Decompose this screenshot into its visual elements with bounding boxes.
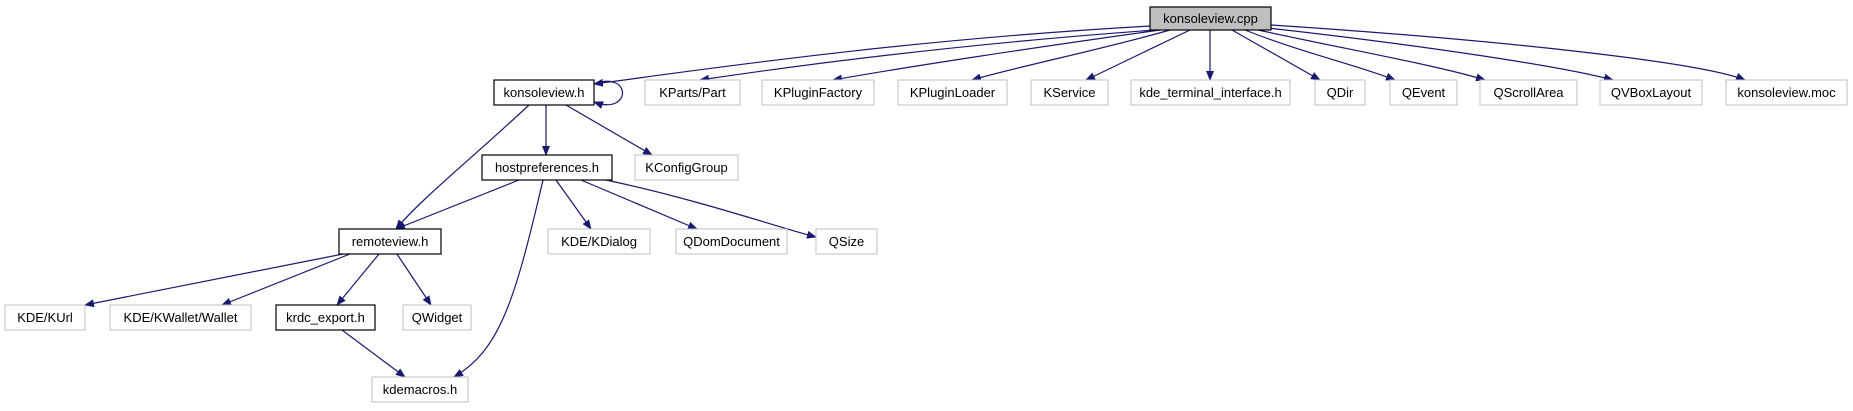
node-label: KService — [1043, 85, 1095, 100]
node-label: KPluginLoader — [910, 85, 996, 100]
node-hostpreferences-h[interactable]: hostpreferences.h — [481, 154, 613, 181]
node-kconfiggroup: KConfigGroup — [634, 154, 739, 181]
node-kde-kdialog: KDE/KDialog — [547, 228, 651, 255]
node-box — [1130, 79, 1291, 106]
edges-layer — [84, 24, 1746, 378]
node-box — [481, 154, 613, 181]
node-box — [275, 304, 376, 331]
node-box — [897, 79, 1008, 106]
node-label: QDomDocument — [683, 234, 780, 249]
node-qdomdocument: QDomDocument — [675, 228, 788, 255]
node-box — [1599, 79, 1703, 106]
node-box — [1479, 79, 1578, 106]
node-kde-terminal-interface-h: kde_terminal_interface.h — [1130, 79, 1291, 106]
node-remoteview-h[interactable]: remoteview.h — [338, 228, 442, 255]
node-label: QVBoxLayout — [1611, 85, 1692, 100]
node-qsize: QSize — [815, 228, 878, 255]
node-label: KDE/KUrl — [17, 310, 73, 325]
node-box — [1725, 79, 1848, 106]
node-qwidget: QWidget — [402, 304, 472, 331]
node-label: KConfigGroup — [645, 160, 727, 175]
node-qvboxlayout: QVBoxLayout — [1599, 79, 1703, 106]
node-kdemacros-h: kdemacros.h — [371, 376, 469, 403]
node-konsoleview-moc: konsoleview.moc — [1725, 79, 1848, 106]
edge-remoteview_h-to-kde_kurl — [84, 253, 344, 308]
edge-hostpreferences_h-to-qsize — [605, 179, 817, 239]
node-box — [4, 304, 86, 331]
node-label: krdc_export.h — [286, 310, 365, 325]
node-label: KPluginFactory — [774, 85, 863, 100]
edge-remoteview_h-to-kde_kwallet_wallet — [221, 253, 351, 306]
node-box — [493, 79, 595, 106]
node-label: QScrollArea — [1493, 85, 1564, 100]
node-kde-kurl: KDE/KUrl — [4, 304, 86, 331]
edge-krdc_export_h-to-kdemacros_h — [341, 329, 406, 378]
edge-konsoleview_h-to-remoteview_h — [395, 104, 530, 230]
node-label: konsoleview.cpp — [1163, 11, 1258, 26]
node-label: KDE/KDialog — [561, 234, 637, 249]
node-label: kdemacros.h — [383, 382, 457, 397]
edge-hostpreferences_h-to-kde_kdialog — [555, 179, 592, 230]
node-kpluginfactory: KPluginFactory — [761, 79, 875, 106]
node-box — [109, 304, 252, 331]
edge-konsoleview_cpp-to-qvboxlayout — [1267, 27, 1614, 82]
node-label: QDir — [1327, 85, 1354, 100]
node-box — [371, 376, 469, 403]
edge-konsoleview_cpp-to-konsoleview_moc — [1270, 24, 1746, 81]
node-label: hostpreferences.h — [495, 160, 599, 175]
edge-konsoleview_cpp-to-qscrollarea — [1257, 29, 1486, 82]
node-box — [1314, 79, 1366, 106]
edge-hostpreferences_h-to-kdemacros_h — [453, 179, 544, 378]
edge-konsoleview_cpp-to-kpluginloader — [971, 29, 1171, 82]
node-box — [1149, 6, 1272, 31]
node-kpluginloader: KPluginLoader — [897, 79, 1008, 106]
node-box — [402, 304, 472, 331]
node-box — [1030, 79, 1109, 106]
node-box — [634, 154, 739, 181]
node-label: QWidget — [412, 310, 463, 325]
edge-remoteview_h-to-qwidget — [396, 253, 432, 306]
node-label: konsoleview.h — [504, 85, 585, 100]
node-box — [761, 79, 875, 106]
edge-konsoleview_cpp-to-qevent — [1244, 29, 1396, 81]
node-qevent: QEvent — [1389, 79, 1458, 106]
edge-konsoleview_h-to-kconfiggroup — [565, 104, 653, 156]
edge-konsoleview_cpp-to-kparts_part — [699, 29, 1156, 83]
node-box — [675, 228, 788, 255]
node-label: remoteview.h — [352, 234, 429, 249]
edge-konsoleview_h-to-konsoleview_h — [593, 80, 624, 109]
node-qscrollarea: QScrollArea — [1479, 79, 1578, 106]
edge-konsoleview_cpp-to-qdir — [1231, 29, 1321, 81]
edge-remoteview_h-to-krdc_export_h — [336, 253, 380, 306]
node-box — [547, 228, 651, 255]
node-box — [815, 228, 878, 255]
node-qdir: QDir — [1314, 79, 1366, 106]
node-label: KParts/Part — [659, 85, 726, 100]
node-box — [644, 79, 741, 106]
node-krdc-export-h[interactable]: krdc_export.h — [275, 304, 376, 331]
node-label: QSize — [829, 234, 864, 249]
node-label: konsoleview.moc — [1737, 85, 1836, 100]
edge-hostpreferences_h-to-remoteview_h — [395, 179, 520, 230]
node-label: kde_terminal_interface.h — [1139, 85, 1281, 100]
node-box — [338, 228, 442, 255]
node-label: QEvent — [1402, 85, 1446, 100]
node-label: KDE/KWallet/Wallet — [124, 310, 238, 325]
edge-hostpreferences_h-to-qdomdocument — [580, 179, 698, 230]
node-kde-kwallet-wallet: KDE/KWallet/Wallet — [109, 304, 252, 331]
node-konsoleview-h[interactable]: konsoleview.h — [493, 79, 595, 106]
edge-konsoleview_cpp-to-kservice — [1085, 29, 1191, 81]
node-kparts-part: KParts/Part — [644, 79, 741, 106]
edge-konsoleview_cpp-to-kpluginfactory — [832, 29, 1161, 83]
node-box — [1389, 79, 1458, 106]
node-kservice: KService — [1030, 79, 1109, 106]
node-konsoleview-cpp: konsoleview.cpp — [1149, 6, 1272, 31]
edge-konsoleview_cpp-to-konsoleview_h — [593, 25, 1151, 87]
